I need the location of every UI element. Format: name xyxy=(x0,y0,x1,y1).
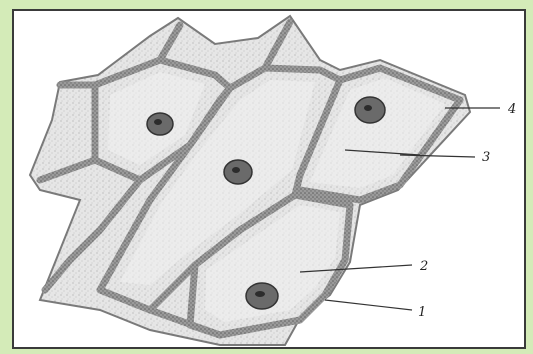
label-1: 1 xyxy=(418,305,426,320)
nucleus xyxy=(224,160,252,184)
label-4: 4 xyxy=(507,102,516,117)
nucleus xyxy=(147,113,173,135)
nucleus xyxy=(246,283,278,309)
label-2: 2 xyxy=(419,259,428,274)
nucleus xyxy=(355,97,385,123)
label-3: 3 xyxy=(482,150,490,165)
leader-line-1 xyxy=(325,300,412,310)
